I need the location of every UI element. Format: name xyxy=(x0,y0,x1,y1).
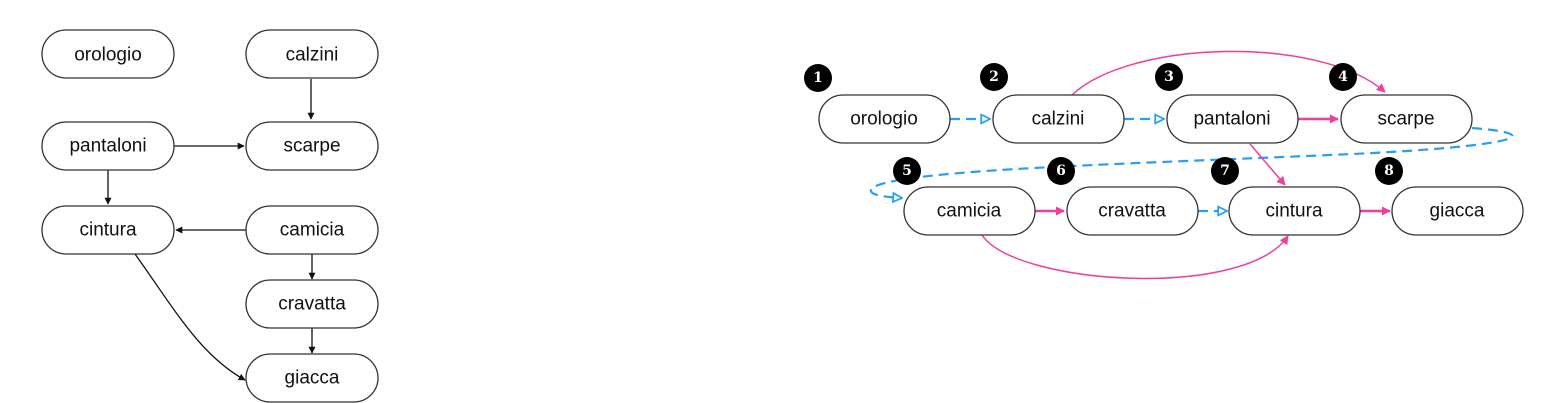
order-badge-number: 3 xyxy=(1164,69,1174,85)
order-node-giacca: giacca xyxy=(1391,186,1524,236)
order-badge-number: 5 xyxy=(902,163,912,179)
topological-order-graph: orologio calzini pantaloni scarpe camici… xyxy=(804,50,1524,280)
order-badge-number: 1 xyxy=(813,70,823,86)
order-badge-8: 8 xyxy=(1375,157,1403,185)
dependency-edge-camicia-cintura xyxy=(981,234,1289,280)
node-label: orologio xyxy=(74,45,142,66)
node-orologio: orologio xyxy=(41,29,175,79)
node-camicia: camicia xyxy=(245,205,379,255)
node-calzini: calzini xyxy=(245,29,379,79)
node-label: giacca xyxy=(285,368,340,389)
order-badge-3: 3 xyxy=(1155,63,1183,91)
order-badge-5: 5 xyxy=(893,157,921,185)
node-label: cintura xyxy=(1265,201,1322,222)
order-node-cravatta: cravatta xyxy=(1066,186,1199,236)
order-node-cintura: cintura xyxy=(1228,186,1361,236)
order-badge-2: 2 xyxy=(980,63,1008,91)
node-label: scarpe xyxy=(283,136,340,157)
node-label: cintura xyxy=(79,220,136,241)
edge-cintura-giacca xyxy=(134,253,246,381)
order-badge-7: 7 xyxy=(1211,157,1239,185)
node-label: camicia xyxy=(937,201,1002,222)
order-node-camicia: camicia xyxy=(903,186,1036,236)
order-node-orologio: orologio xyxy=(818,94,951,144)
node-label: calzini xyxy=(286,45,339,66)
sequence-edge-scarpe-camicia xyxy=(869,126,1514,198)
dependency-graph: orologio calzini pantaloni scarpe cintur… xyxy=(41,29,379,403)
order-badge-number: 7 xyxy=(1220,163,1230,179)
node-label: giacca xyxy=(1430,201,1485,222)
order-node-pantaloni: pantaloni xyxy=(1166,94,1299,144)
dependency-graph-edges xyxy=(104,79,316,381)
node-label: orologio xyxy=(850,109,918,130)
node-cravatta: cravatta xyxy=(245,279,379,329)
order-badge-4: 4 xyxy=(1329,63,1357,91)
node-giacca: giacca xyxy=(245,353,379,403)
node-label: cravatta xyxy=(278,294,346,315)
order-node-scarpe: scarpe xyxy=(1340,94,1473,144)
node-label: pantaloni xyxy=(1193,109,1270,130)
order-badge-number: 2 xyxy=(989,69,999,85)
node-label: camicia xyxy=(280,220,345,241)
order-badge-1: 1 xyxy=(804,64,832,92)
order-node-calzini: calzini xyxy=(992,94,1125,144)
node-label: scarpe xyxy=(1377,109,1434,130)
order-badge-number: 6 xyxy=(1056,163,1066,179)
node-cintura: cintura xyxy=(41,205,175,255)
node-label: cravatta xyxy=(1098,201,1166,222)
order-badge-6: 6 xyxy=(1047,157,1075,185)
order-badge-number: 8 xyxy=(1384,163,1394,179)
topological-order-edges xyxy=(869,50,1514,280)
node-label: calzini xyxy=(1032,109,1085,130)
dependency-edge-pantaloni-cintura xyxy=(1249,143,1286,186)
node-label: pantaloni xyxy=(69,136,146,157)
node-pantaloni: pantaloni xyxy=(41,121,175,171)
order-badge-number: 4 xyxy=(1338,69,1348,85)
node-scarpe: scarpe xyxy=(245,121,379,171)
